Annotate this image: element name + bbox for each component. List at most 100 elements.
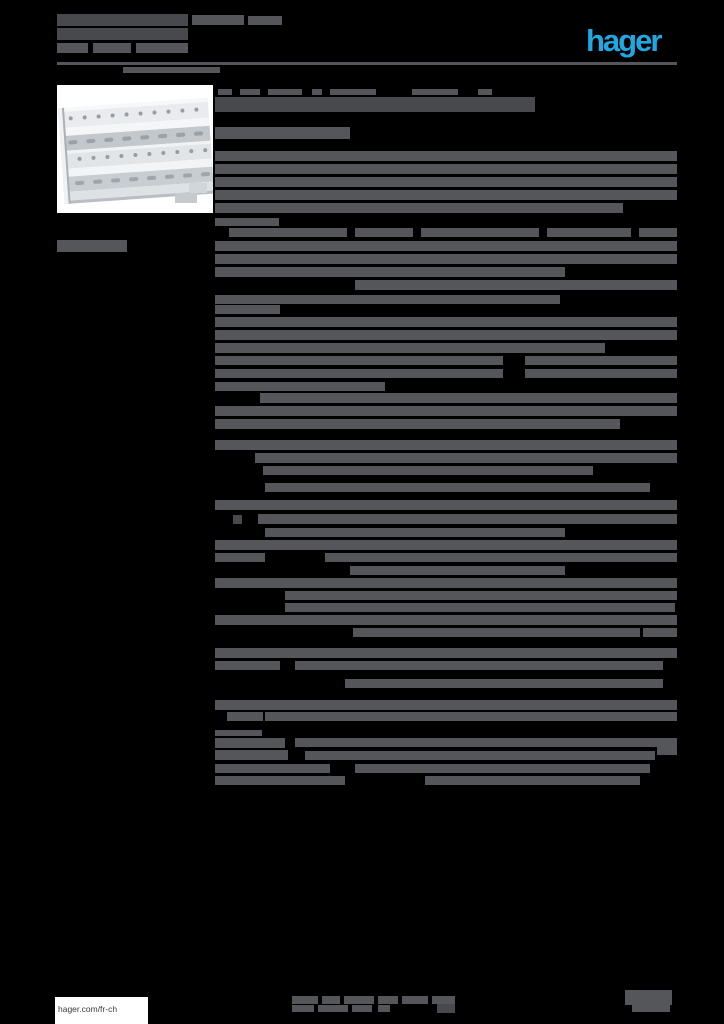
redacted-text-bar	[378, 1005, 390, 1012]
redacted-text-bar	[215, 190, 677, 200]
redacted-text-bar	[215, 151, 677, 161]
redacted-text-bar	[215, 254, 677, 264]
redacted-text-bar	[93, 43, 131, 53]
redacted-text-bar	[215, 406, 677, 416]
redacted-text-bar	[352, 1005, 372, 1012]
redacted-text-bar	[412, 89, 458, 95]
redacted-text-bar	[229, 228, 347, 237]
product-image	[57, 85, 213, 213]
redacted-text-bar	[421, 228, 539, 237]
redacted-text-bar	[215, 440, 677, 450]
redacted-text-bar	[295, 738, 663, 747]
redacted-text-bar	[215, 317, 677, 327]
redacted-text-bar	[425, 776, 640, 785]
metal-channel-rail-illustration	[57, 85, 213, 213]
redacted-text-bar	[265, 712, 677, 721]
redacted-text-bar	[478, 89, 492, 95]
hager-logo: hager	[586, 23, 662, 58]
redacted-text-bar	[218, 89, 232, 95]
redacted-text-bar	[355, 228, 413, 237]
redacted-text-bar	[325, 553, 677, 562]
redacted-text-bar	[265, 483, 650, 492]
redacted-text-bar	[625, 990, 672, 1005]
redacted-text-bar	[215, 540, 677, 550]
redacted-text-bar	[344, 996, 374, 1004]
redacted-text-bar	[215, 305, 280, 314]
redacted-text-bar	[215, 553, 265, 562]
redacted-text-bar	[318, 1005, 348, 1012]
redacted-text-bar	[136, 43, 188, 53]
redacted-text-bar	[215, 241, 677, 251]
redacted-text-bar	[215, 700, 677, 710]
redacted-text-bar	[345, 679, 663, 688]
redacted-text-bar	[525, 356, 677, 365]
redacted-text-bar	[547, 228, 631, 237]
redacted-text-bar	[248, 16, 282, 25]
redacted-text-bar	[632, 1005, 670, 1012]
redacted-text-bar	[643, 628, 677, 637]
redacted-text-bar	[215, 648, 677, 658]
redacted-text-bar	[215, 164, 677, 174]
redacted-text-bar	[215, 776, 345, 785]
redacted-text-bar	[215, 177, 677, 187]
redacted-text-bar	[57, 240, 127, 252]
redacted-text-bar	[215, 343, 605, 353]
redacted-text-bar	[258, 514, 677, 524]
redacted-text-bar	[215, 419, 620, 429]
redacted-text-bar	[123, 67, 220, 73]
redacted-text-bar	[437, 1004, 455, 1013]
redacted-text-bar	[215, 369, 503, 378]
redacted-text-bar	[233, 515, 242, 524]
redacted-text-bar	[215, 295, 560, 304]
redacted-text-bar	[215, 730, 262, 736]
redacted-text-bar	[260, 393, 677, 403]
redacted-text-bar	[215, 500, 677, 510]
redacted-text-bar	[525, 369, 677, 378]
redacted-text-bar	[192, 15, 244, 25]
redacted-text-bar	[57, 28, 188, 40]
redacted-text-bar	[57, 14, 188, 26]
redacted-text-bar	[255, 453, 677, 463]
redacted-text-bar	[657, 738, 677, 755]
redacted-text-bar	[355, 280, 677, 290]
redacted-text-bar	[312, 89, 322, 95]
redacted-text-bar	[285, 591, 677, 600]
redacted-text-bar	[215, 330, 677, 340]
redacted-text-bar	[240, 89, 260, 95]
redacted-text-bar	[227, 712, 263, 721]
redacted-text-bar	[292, 996, 318, 1004]
redacted-text-bar	[639, 228, 677, 237]
redacted-text-bar	[402, 996, 428, 1004]
header-rule	[57, 62, 677, 65]
redacted-text-bar	[215, 97, 535, 112]
redacted-text-bar	[215, 356, 503, 365]
redacted-text-bar	[215, 127, 350, 139]
redacted-text-bar	[215, 615, 677, 625]
redacted-text-bar	[215, 738, 285, 748]
redacted-text-bar	[215, 267, 565, 277]
redacted-text-bar	[295, 661, 663, 670]
redacted-text-bar	[350, 566, 565, 575]
redacted-text-bar	[215, 750, 288, 760]
footer-site-url: hager.com/fr-ch	[58, 1004, 118, 1014]
redacted-text-bar	[215, 578, 677, 588]
redacted-text-bar	[305, 751, 655, 760]
redacted-text-bar	[292, 1005, 314, 1012]
redacted-text-bar	[285, 603, 675, 612]
redacted-text-bar	[322, 996, 340, 1004]
redacted-text-bar	[353, 628, 640, 637]
redacted-text-bar	[355, 764, 650, 773]
redacted-text-bar	[263, 466, 593, 475]
redacted-text-bar	[432, 996, 455, 1004]
redacted-text-bar	[330, 89, 376, 95]
redacted-text-bar	[265, 528, 565, 537]
redacted-text-bar	[215, 764, 330, 773]
redacted-text-bar	[268, 89, 302, 95]
redacted-text-bar	[378, 996, 398, 1004]
redacted-text-bar	[215, 203, 623, 213]
redacted-text-bar	[215, 661, 280, 670]
redacted-text-bar	[215, 218, 279, 226]
footer-url-plate: hager.com/fr-ch	[55, 997, 148, 1024]
redacted-text-bar	[215, 382, 385, 391]
